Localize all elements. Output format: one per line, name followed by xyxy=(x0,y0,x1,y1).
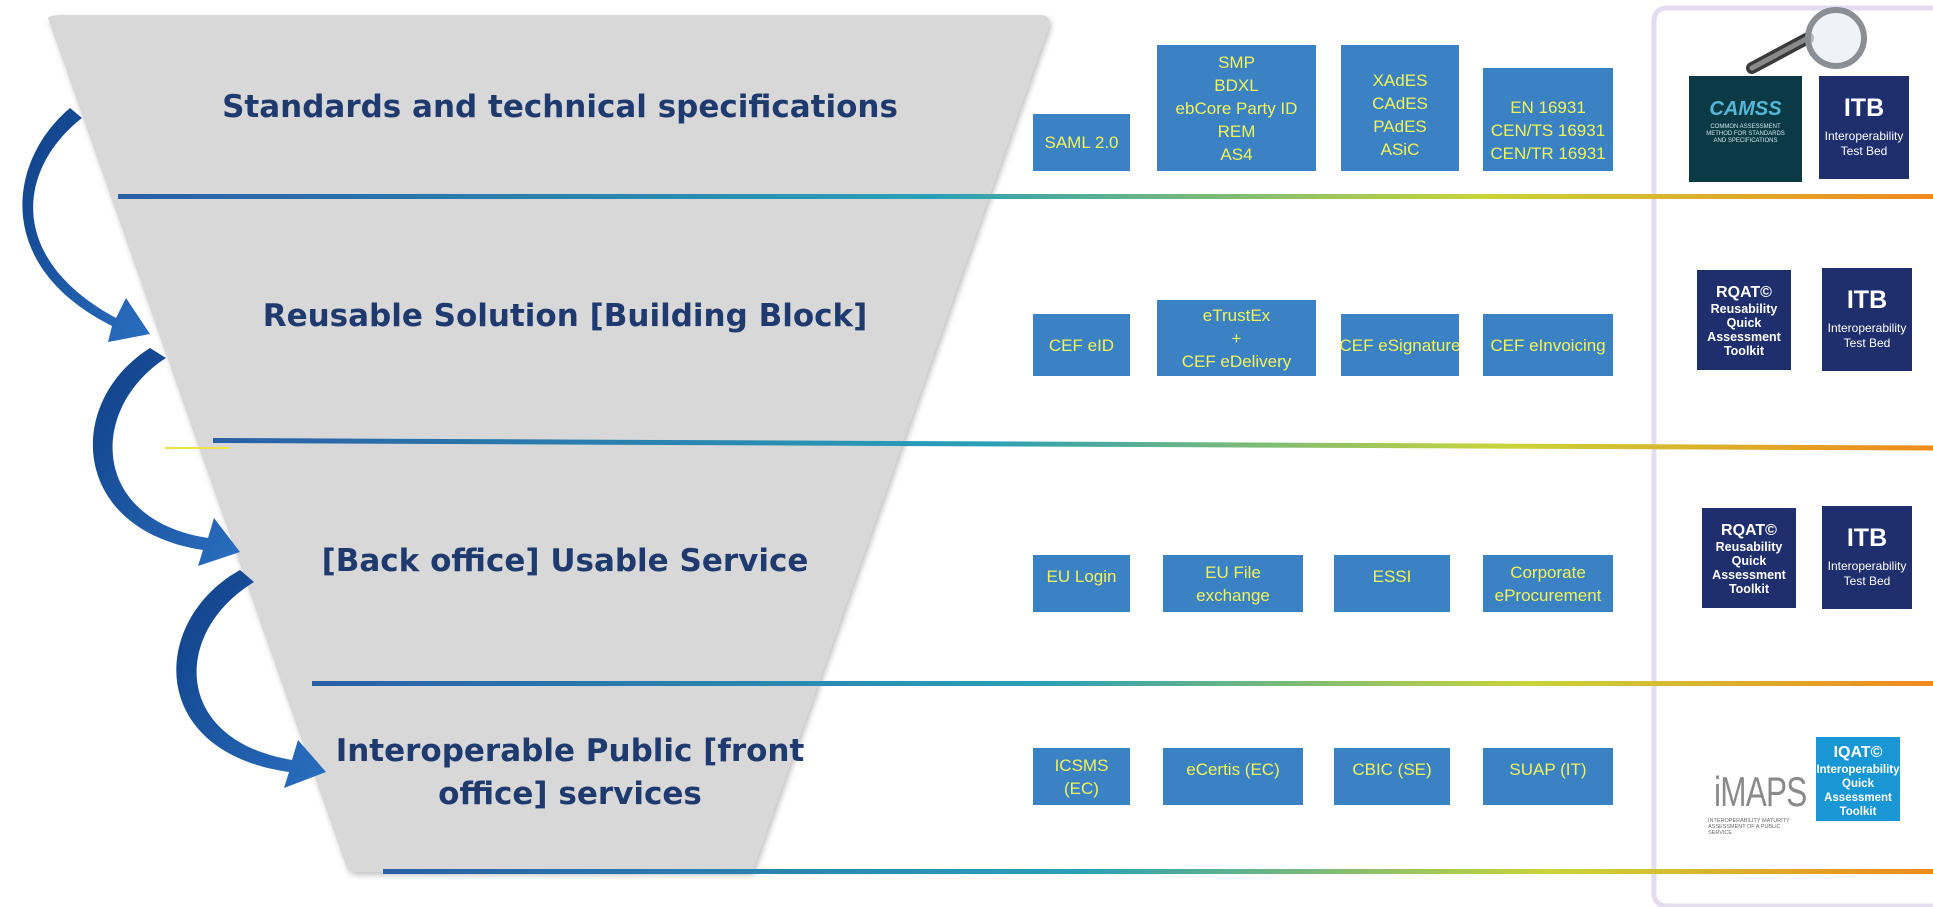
camss-logo: CAMSS COMMON ASSESSMENT METHOD FOR STAND… xyxy=(1689,76,1802,182)
block-box-etrustex: eTrustEx + CEF eDelivery xyxy=(1157,300,1316,376)
layer-title-front-office: Interoperable Public [front office] serv… xyxy=(335,733,805,813)
separator-line-3 xyxy=(312,681,1933,686)
box-text-line: BDXL xyxy=(1214,75,1259,95)
box-text-line: AS4 xyxy=(1220,144,1253,164)
layer-title-back-office: [Back office] Usable Service xyxy=(321,543,809,579)
imaps-logo-title: iMAPS xyxy=(1714,768,1807,815)
front-box-ecertis: eCertis (EC) xyxy=(1163,748,1303,805)
rqat-line-4: Toolkit xyxy=(1723,344,1765,358)
itb-badge-1: ITB Interoperability Test Bed xyxy=(1819,76,1909,179)
rqat-badge-2: RQAT© Reusability Quick Assessment Toolk… xyxy=(1702,508,1796,608)
spec-box-saml: SAML 2.0 xyxy=(1033,114,1130,171)
rqat-line-1: Reusability xyxy=(1715,540,1783,554)
box-text-line: eTrustEx xyxy=(1202,305,1271,325)
rqat-title: RQAT© xyxy=(1716,284,1772,301)
separator-line-4 xyxy=(383,869,1933,874)
curved-arrow-1 xyxy=(22,108,150,342)
itb-title: ITB xyxy=(1846,524,1888,552)
iqat-title: IQAT© xyxy=(1833,744,1883,761)
separator-line-1 xyxy=(118,194,1933,199)
camss-logo-subtitle: COMMON ASSESSMENT METHOD FOR STANDARDS A… xyxy=(1706,124,1785,144)
box-text-line: CEN/TR 16931 xyxy=(1490,144,1606,163)
magnifier-icon xyxy=(1746,7,1867,74)
itb-subtitle-1: Interoperability xyxy=(1827,559,1907,573)
spec-box-xades: XAdES CAdES PAdES ASiC xyxy=(1341,45,1459,171)
service-box-eu-file-exchange: EU File exchange xyxy=(1163,555,1303,612)
box-text-line: CEF eDelivery xyxy=(1181,351,1292,371)
itb-subtitle-1: Interoperability xyxy=(1827,321,1907,335)
service-box-eu-login: EU Login xyxy=(1033,555,1130,612)
imaps-logo-subtitle: INTEROPERABILITY MATURITY ASSESSMENT OF … xyxy=(1708,818,1790,836)
iqat-line-3: Assessment xyxy=(1824,792,1892,804)
camss-logo-title: CAMSS xyxy=(1709,98,1782,120)
box-text-line: ebCore Party ID xyxy=(1175,98,1298,118)
box-text-line: EN 16931 xyxy=(1510,98,1586,117)
box-text-line: Corporate xyxy=(1510,562,1586,582)
box-text-line: + xyxy=(1231,328,1242,348)
iqat-badge: IQAT© Interoperability Quick Assessment … xyxy=(1816,737,1900,821)
rqat-line-2: Quick xyxy=(1726,316,1762,330)
iqat-line-1: Interoperability xyxy=(1816,764,1900,776)
itb-badge-2: ITB Interoperability Test Bed xyxy=(1822,268,1912,371)
front-box-suap: SUAP (IT) xyxy=(1483,748,1613,805)
rqat-line-3: Assessment xyxy=(1707,330,1781,344)
rqat-line-1: Reusability xyxy=(1710,302,1778,316)
rqat-badge-1: RQAT© Reusability Quick Assessment Toolk… xyxy=(1697,270,1791,370)
itb-subtitle-2: Test Bed xyxy=(1843,574,1891,588)
rqat-line-3: Assessment xyxy=(1712,568,1786,582)
itb-badge-3: ITB Interoperability Test Bed xyxy=(1822,506,1912,609)
box-text-line: CAdES xyxy=(1372,94,1428,113)
iqat-line-4: Toolkit xyxy=(1839,806,1877,818)
box-text-line: ASiC xyxy=(1380,140,1420,159)
box-text-line: PAdES xyxy=(1373,117,1427,136)
front-box-cbic: CBIC (SE) xyxy=(1334,748,1450,805)
layer-title-reusable-solution: Reusable Solution [Building Block] xyxy=(262,298,868,334)
curved-arrow-2 xyxy=(92,348,240,566)
itb-title: ITB xyxy=(1846,286,1888,314)
box-text-line: REM xyxy=(1217,121,1256,141)
imaps-logo: iMAPS INTEROPERABILITY MATURITY ASSESSME… xyxy=(1700,706,1807,844)
separator-line-2 xyxy=(212,437,1933,451)
box-text-line: (EC) xyxy=(1064,778,1099,798)
itb-subtitle-2: Test Bed xyxy=(1843,336,1891,350)
box-text-line: EU File xyxy=(1205,562,1261,582)
layer-title-standards: Standards and technical specifications xyxy=(222,89,898,125)
front-box-icsms: ICSMS (EC) xyxy=(1033,748,1130,805)
box-text-line: CEN/TS 16931 xyxy=(1490,121,1606,140)
box-text-line: ICSMS xyxy=(1054,755,1109,775)
box-text-line: XAdES xyxy=(1372,71,1428,90)
itb-subtitle-1: Interoperability xyxy=(1824,129,1904,143)
service-box-essi: ESSI xyxy=(1334,555,1450,612)
itb-title: ITB xyxy=(1843,94,1885,122)
curved-arrow-3 xyxy=(176,570,326,788)
iqat-line-2: Quick xyxy=(1842,778,1874,790)
box-text-line: exchange xyxy=(1196,585,1270,605)
rqat-title: RQAT© xyxy=(1721,522,1777,539)
block-box-cef-einvoicing: CEF eInvoicing xyxy=(1483,314,1613,376)
box-text-line: eProcurement xyxy=(1494,585,1602,605)
spec-box-smp-bdxl: SMP BDXL ebCore Party ID REM AS4 xyxy=(1157,45,1316,171)
block-box-cef-esignature: CEF eSignature xyxy=(1340,314,1460,376)
block-box-cef-eid: CEF eID xyxy=(1033,314,1130,376)
box-text-line: SMP xyxy=(1218,52,1255,72)
rqat-line-4: Toolkit xyxy=(1728,582,1770,596)
itb-subtitle-2: Test Bed xyxy=(1840,144,1888,158)
service-box-corporate-eprocurement: Corporate eProcurement xyxy=(1483,555,1613,612)
rqat-line-2: Quick xyxy=(1731,554,1767,568)
